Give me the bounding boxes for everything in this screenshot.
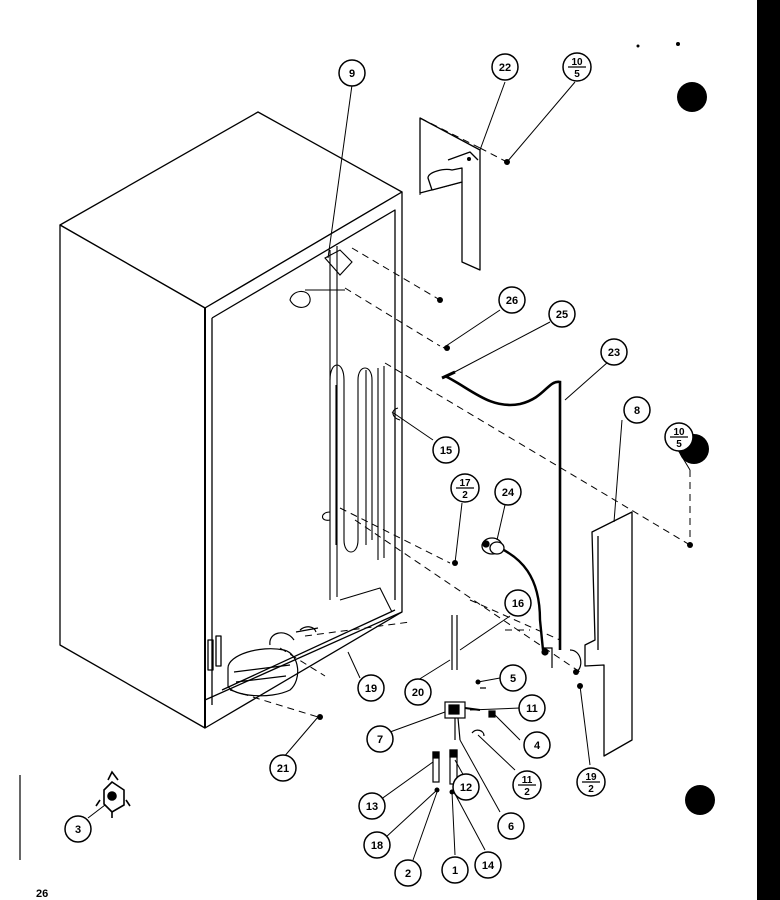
fraction-callout-10-5: 105 (664, 422, 694, 452)
refrigerator-cabinet (59, 111, 403, 729)
svg-text:12: 12 (460, 782, 472, 794)
callout-14: 14 (474, 851, 502, 879)
svg-text:2: 2 (588, 784, 594, 795)
svg-text:13: 13 (366, 801, 378, 813)
callout-23: 23 (600, 338, 628, 366)
svg-text:2: 2 (462, 490, 468, 501)
punch-hole-bottom (685, 785, 715, 815)
svg-text:4: 4 (534, 740, 541, 752)
callout-7: 7 (366, 725, 394, 753)
callout-9: 9 (338, 59, 366, 87)
svg-text:26: 26 (506, 295, 518, 307)
top-bracket (419, 117, 481, 271)
svg-text:21: 21 (277, 763, 289, 775)
callout-20: 20 (404, 678, 432, 706)
svg-text:15: 15 (440, 445, 452, 457)
svg-text:11: 11 (522, 775, 533, 786)
part-3-fitting (95, 770, 131, 818)
svg-text:20: 20 (412, 687, 424, 699)
svg-text:22: 22 (499, 62, 511, 74)
callout-24: 24 (494, 478, 522, 506)
svg-text:5: 5 (676, 439, 682, 450)
svg-text:2: 2 (524, 787, 530, 798)
svg-text:25: 25 (556, 309, 568, 321)
svg-text:19: 19 (365, 683, 377, 695)
rear-panel (584, 511, 633, 757)
svg-text:3: 3 (75, 824, 81, 836)
svg-text:11: 11 (526, 703, 538, 715)
fraction-callout-17-2: 172 (450, 473, 480, 503)
svg-text:6: 6 (508, 821, 514, 833)
svg-text:18: 18 (371, 840, 383, 852)
svg-text:1: 1 (452, 865, 458, 877)
callout-26: 26 (498, 286, 526, 314)
callout-22: 22 (491, 53, 519, 81)
callout-6: 6 (497, 812, 525, 840)
callout-16: 16 (504, 589, 532, 617)
fraction-callout-19-2: 192 (576, 767, 606, 797)
svg-text:14: 14 (482, 860, 495, 872)
svg-text:5: 5 (510, 673, 516, 685)
page-number: 26 (36, 888, 48, 900)
binding-edge (757, 0, 780, 900)
callout-21: 21 (269, 754, 297, 782)
svg-text:10: 10 (571, 57, 583, 68)
callout-8: 8 (623, 396, 651, 424)
fraction-callout-10-5: 105 (562, 52, 592, 82)
callout-1: 1 (441, 856, 469, 884)
svg-text:17: 17 (459, 478, 471, 489)
callout-3: 3 (64, 815, 92, 843)
callout-19: 19 (357, 674, 385, 702)
svg-text:16: 16 (512, 598, 524, 610)
svg-text:10: 10 (673, 427, 685, 438)
callout-4: 4 (523, 731, 551, 759)
callout-leaders (87, 81, 691, 861)
callout-5: 5 (499, 664, 527, 692)
condenser-coil (289, 246, 401, 613)
callout-25: 25 (548, 300, 576, 328)
svg-text:24: 24 (502, 487, 515, 499)
svg-text:7: 7 (377, 734, 383, 746)
svg-text:2: 2 (405, 868, 411, 880)
callout-12: 12 (452, 773, 480, 801)
callout-2: 2 (394, 859, 422, 887)
svg-text:9: 9 (349, 68, 355, 80)
valve-assembly (432, 615, 582, 785)
callout-18: 18 (363, 831, 391, 859)
callout-13: 13 (358, 792, 386, 820)
callout-11: 11 (518, 694, 546, 722)
svg-text:19: 19 (585, 772, 597, 783)
compressor (227, 626, 319, 697)
drier (481, 537, 505, 555)
fraction-callout-11-2: 112 (512, 770, 542, 800)
svg-text:5: 5 (574, 69, 580, 80)
svg-text:8: 8 (634, 405, 640, 417)
callout-15: 15 (432, 436, 460, 464)
svg-text:23: 23 (608, 347, 620, 359)
tubing (441, 370, 562, 651)
punch-hole-top (677, 82, 707, 112)
